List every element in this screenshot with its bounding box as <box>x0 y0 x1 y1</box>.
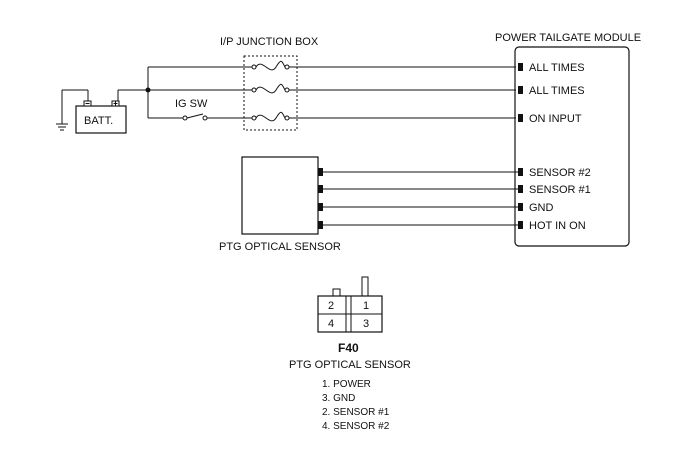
sensor-pin-marker <box>318 203 323 211</box>
fuse-icon <box>251 60 290 71</box>
module-pin-label: ALL TIMES <box>529 62 585 74</box>
power-wires <box>61 66 516 124</box>
splice-node <box>145 87 151 93</box>
ignition-switch-icon <box>182 113 208 121</box>
module-pin-label: ALL TIMES <box>529 85 585 97</box>
optical-sensor-label: PTG OPTICAL SENSOR <box>219 241 341 253</box>
connector-id: F40 <box>338 341 359 355</box>
module-pin-marker <box>518 63 523 71</box>
module-pin-label: HOT IN ON <box>529 220 586 232</box>
module-pin-marker <box>518 203 523 211</box>
sensor-pin-marker <box>318 221 323 229</box>
connector-legend-item: 3. GND <box>322 393 355 404</box>
ignition-switch-label: IG SW <box>175 98 208 110</box>
battery-label: BATT. <box>84 115 113 127</box>
connector-legend-item: 4. SENSOR #2 <box>322 421 390 432</box>
module-pin-marker <box>518 168 523 176</box>
connector-cavity-label: 3 <box>363 318 369 330</box>
module-pin-label: SENSOR #2 <box>529 167 591 179</box>
connector-cavity-label: 1 <box>363 300 369 312</box>
module-pin-marker <box>518 185 523 193</box>
sensor-pin-marker <box>318 168 323 176</box>
connector-cavity-label: 2 <box>328 300 334 312</box>
module-pins <box>518 63 523 229</box>
battery-icon <box>75 100 127 134</box>
fuse-icon <box>251 83 290 94</box>
connector-name: PTG OPTICAL SENSOR <box>289 359 411 371</box>
module-title: POWER TAILGATE MODULE <box>495 32 641 44</box>
connector-cavity-label: 4 <box>328 318 334 330</box>
module-pin-marker <box>518 114 523 122</box>
junction-box-outline <box>243 55 298 131</box>
junction-box-label: I/P JUNCTION BOX <box>220 36 319 48</box>
sensor-pin-marker <box>318 185 323 193</box>
fuse-icon <box>251 111 290 122</box>
module-pin-marker <box>518 221 523 229</box>
module-pin-label: ON INPUT <box>529 113 582 125</box>
module-pin-label: GND <box>529 202 554 214</box>
sensor-wires <box>323 171 518 226</box>
power-tailgate-module-box <box>514 46 630 247</box>
sensor-pins <box>318 168 323 229</box>
connector-legend-item: 2. SENSOR #1 <box>322 407 390 418</box>
optical-sensor-box <box>241 156 319 235</box>
module-pin-label: SENSOR #1 <box>529 184 591 196</box>
connector-legend-item: 1. POWER <box>322 379 371 390</box>
ground-icon <box>56 123 68 131</box>
module-pin-marker <box>518 86 523 94</box>
connector-f40-icon <box>317 276 383 333</box>
